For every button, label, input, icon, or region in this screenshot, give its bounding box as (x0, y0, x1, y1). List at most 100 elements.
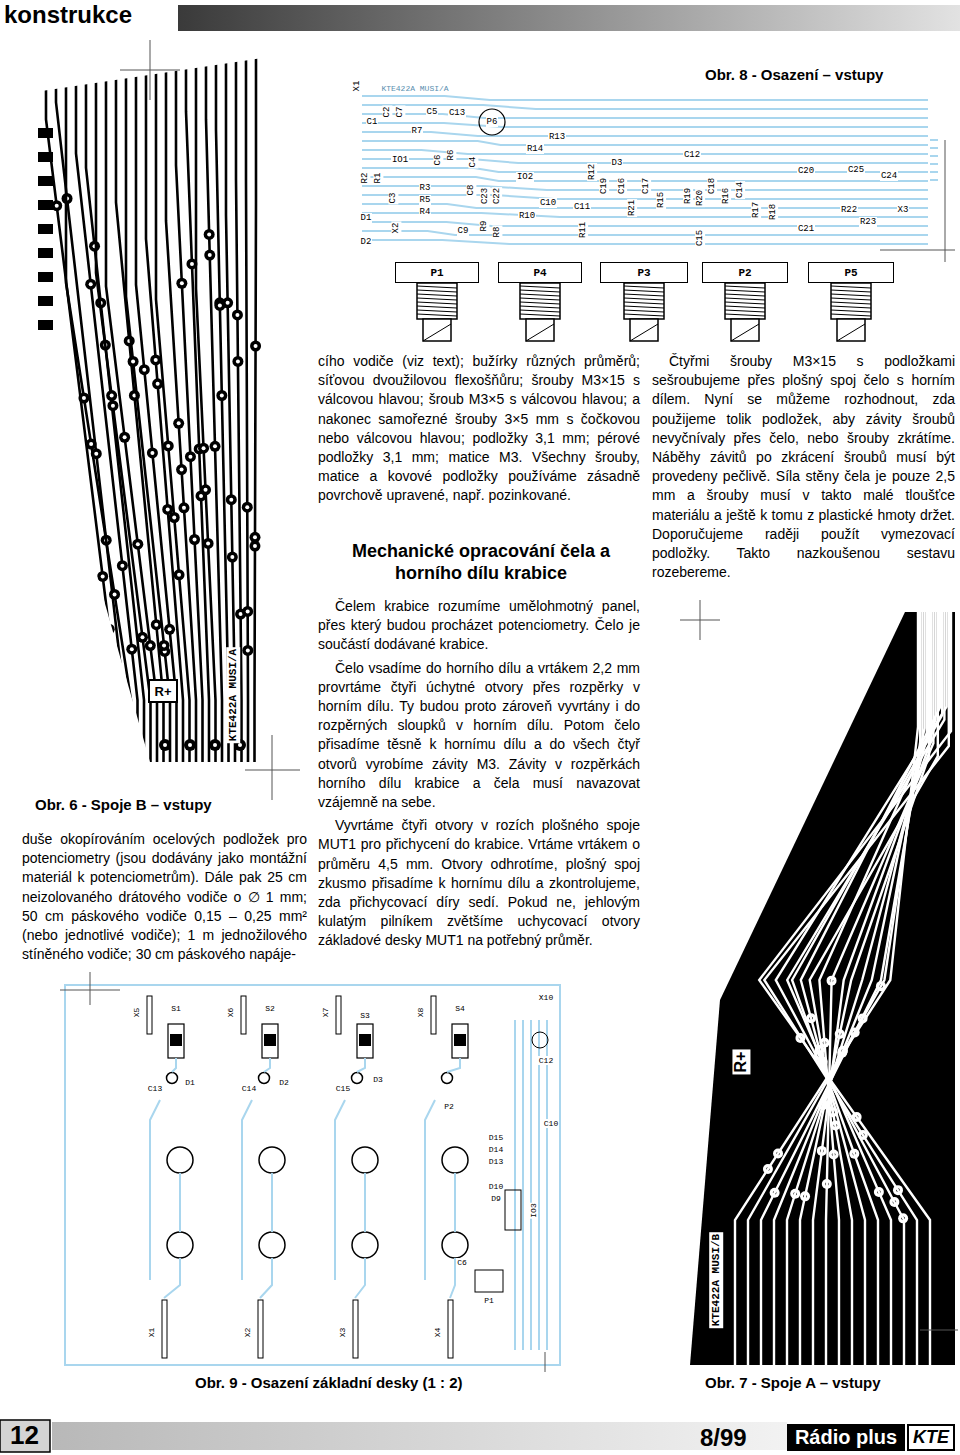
pad-hole (207, 232, 211, 236)
solder-pad (173, 418, 184, 429)
solder-pad (109, 589, 120, 600)
led-symbol (352, 1073, 363, 1084)
shaft-flat (837, 324, 865, 341)
trimmer-symbol (479, 109, 505, 135)
component-label: R20 (695, 189, 705, 207)
component-label: R2 (360, 172, 370, 185)
solder-pad (176, 278, 187, 289)
pad-hole (123, 435, 127, 439)
body-text: Čtyřmi šrouby M3×15 s podložkami sešroub… (652, 352, 955, 582)
component-label: P6 (486, 117, 499, 127)
crop-mark (272, 735, 273, 800)
copper-trace (357, 1058, 365, 1072)
copper-trace (546, 1020, 548, 1350)
solder-pad (249, 532, 260, 543)
component-label: R15 (656, 191, 666, 209)
solder-pad (227, 552, 238, 563)
component-label: C7 (395, 106, 405, 119)
solder-pad (97, 571, 108, 582)
pad-hole (188, 743, 192, 747)
component-label: S2 (264, 1004, 276, 1013)
switch-symbol (168, 1024, 184, 1058)
component-label: C21 (797, 224, 815, 234)
copper-trace (246, 55, 248, 770)
thread-line (417, 314, 457, 316)
pad-hole (235, 313, 239, 317)
pad-hole (94, 452, 98, 456)
thread-line (520, 314, 560, 316)
connector-strip (162, 1300, 167, 1358)
component-label: R8 (492, 226, 502, 239)
board-marking: R+ (732, 1050, 750, 1075)
edge-pad (38, 248, 53, 258)
copper-trace (362, 222, 928, 226)
thread-line (725, 298, 765, 300)
box-label: P3 (637, 267, 650, 279)
board-outline (65, 985, 560, 1365)
component-label: C10 (539, 198, 557, 208)
copper-trace (186, 55, 209, 770)
pad-hole (254, 344, 258, 348)
solder-pad (204, 229, 215, 240)
box-label: P1 (430, 267, 443, 279)
page-number-box (0, 1420, 50, 1452)
figure-caption: Obr. 7 - Spoje A – vstupy (705, 1374, 881, 1392)
component-label: R4 (419, 207, 432, 217)
thread-line (520, 306, 560, 308)
copper-trace (362, 96, 928, 100)
component-label: C3 (388, 192, 398, 205)
component-label: R23 (859, 217, 877, 227)
pad-hole (148, 644, 152, 648)
pad-hole (163, 743, 167, 747)
pad-hole (131, 360, 135, 364)
box-label: P4 (533, 267, 546, 279)
solder-pad (184, 739, 196, 751)
copper-trace (206, 55, 222, 770)
component-label: C12 (538, 1056, 554, 1065)
thread-line (725, 306, 765, 308)
solder-pad (85, 279, 96, 290)
box-label: Rádio plus (795, 1426, 897, 1449)
capacitor-symbol (532, 1032, 548, 1048)
edge-pad (38, 224, 53, 234)
component-label: R18 (768, 203, 778, 221)
box-label: P5 (844, 267, 857, 279)
pad-hole (55, 204, 59, 208)
body-text: cího vodiče (viz text); bužírky různých … (318, 352, 640, 506)
magazine-logo: Rádio plus (787, 1424, 905, 1451)
solder-pad (86, 439, 97, 450)
pad-hole (166, 444, 170, 448)
thread-line (725, 286, 765, 288)
solder-pad (107, 400, 118, 411)
pot-shaft (526, 319, 554, 341)
component-label: C5 (426, 107, 439, 117)
component-label: C22 (492, 187, 502, 205)
isolation-gap (810, 600, 938, 1370)
copper-trace (425, 1100, 435, 1280)
pad-hole (111, 404, 115, 408)
component-label: D14 (488, 1145, 504, 1154)
component-label: C6 (456, 1258, 468, 1267)
solder-pad (200, 484, 211, 495)
pot-hole (442, 1232, 468, 1258)
pot-thread (624, 283, 664, 319)
pot-hole (352, 1232, 378, 1258)
ic-symbol (505, 1190, 521, 1230)
solder-pad (137, 632, 148, 643)
component-label: C14 (735, 181, 745, 199)
thread-line (624, 298, 664, 300)
solder-pad (216, 390, 227, 401)
edge-pad (38, 320, 53, 330)
solder-pad (178, 502, 189, 513)
pad-hole (245, 505, 249, 509)
publisher-logo: KTE (907, 1424, 955, 1451)
component-label: R21 (627, 199, 637, 217)
thread-line (624, 314, 664, 316)
solder-pad (159, 640, 170, 651)
solder-pad (189, 534, 200, 545)
component-label: X2 (391, 222, 401, 235)
copper-trace (530, 1020, 532, 1350)
isolation-gap (792, 600, 942, 1370)
thread-line (624, 290, 664, 292)
